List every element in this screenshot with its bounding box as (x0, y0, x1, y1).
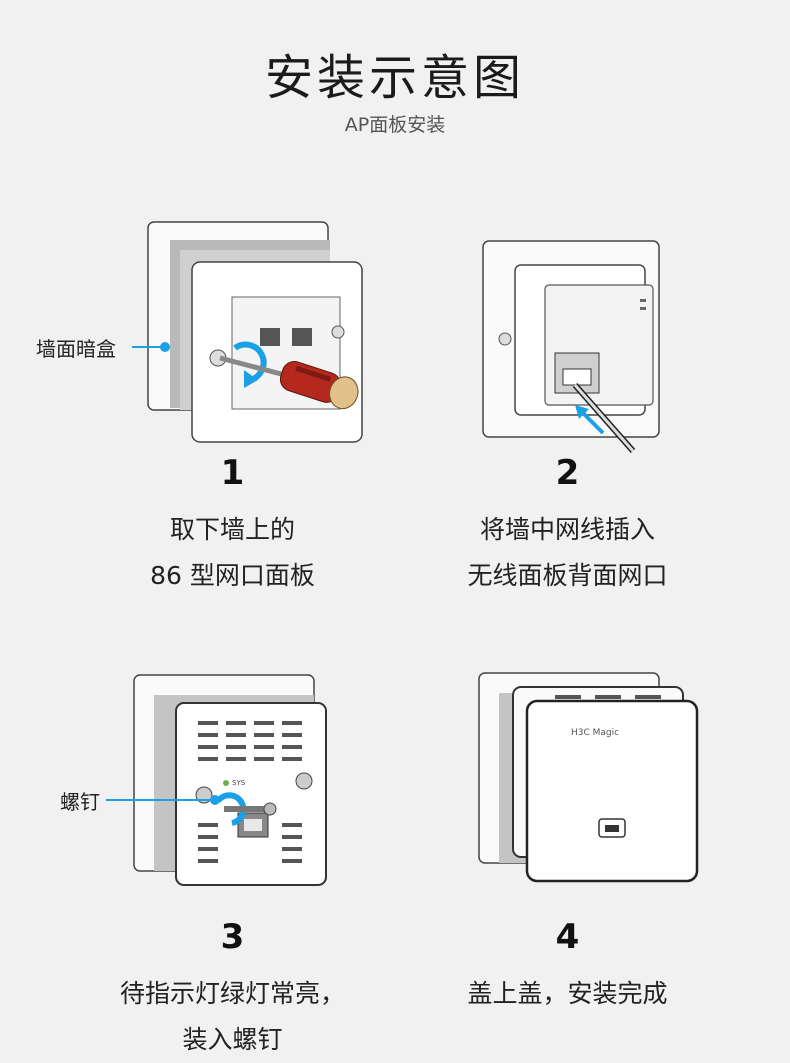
step-4: H3C Magic 4 盖上盖，安装完成 (395, 655, 790, 1060)
step-1: 墙面暗盒 1 取下墙上的 86 型网口面板 (0, 205, 395, 605)
step-4-illustration: H3C Magic (475, 663, 705, 893)
screw-leader-dot (210, 795, 220, 805)
wall-box-leader-line (132, 346, 164, 348)
step-2: 2 将墙中网线插入 无线面板背面网口 (395, 205, 790, 605)
step-1-line-2: 86 型网口面板 (150, 561, 315, 590)
step-2-illustration (475, 213, 675, 453)
step-3-line-2: 装入螺钉 (182, 1025, 283, 1054)
step-2-number: 2 (555, 453, 580, 493)
screw-label: 螺钉 (60, 790, 100, 814)
wall-box-callout: 墙面暗盒 (36, 333, 116, 362)
step-4-line-1: 盖上盖，安装完成 (467, 979, 668, 1008)
screw-callout: 螺钉 (60, 786, 100, 815)
page-subtitle: AP面板安装 (344, 114, 446, 136)
step-2-line-2: 无线面板背面网口 (467, 561, 668, 590)
page-title: 安装示意图 (264, 50, 525, 106)
step-1-description: 取下墙上的 86 型网口面板 (0, 507, 395, 599)
step-1-illustration (140, 210, 380, 450)
screw-leader-line (106, 799, 214, 801)
step-4-number: 4 (555, 917, 580, 957)
step-2-description: 将墙中网线插入 无线面板背面网口 (395, 507, 790, 599)
wall-box-label: 墙面暗盒 (36, 337, 116, 361)
brand-logo-text: H3C Magic (571, 728, 619, 738)
step-1-line-1: 取下墙上的 (169, 515, 295, 544)
step-3-illustration: SYS (128, 663, 358, 893)
step-3-description: 待指示灯绿灯常亮， 装入螺钉 (0, 971, 395, 1063)
sys-indicator-label: SYS (232, 779, 246, 787)
step-1-number: 1 (220, 453, 245, 493)
step-3: SYS 螺钉 3 待指示灯绿灯常亮， 装入螺钉 (0, 655, 395, 1060)
step-2-line-1: 将墙中网线插入 (479, 515, 655, 544)
step-4-description: 盖上盖，安装完成 (395, 971, 790, 1017)
wall-box-leader-dot (160, 342, 170, 352)
step-3-number: 3 (220, 917, 245, 957)
step-3-line-1: 待指示灯绿灯常亮， (119, 979, 345, 1008)
